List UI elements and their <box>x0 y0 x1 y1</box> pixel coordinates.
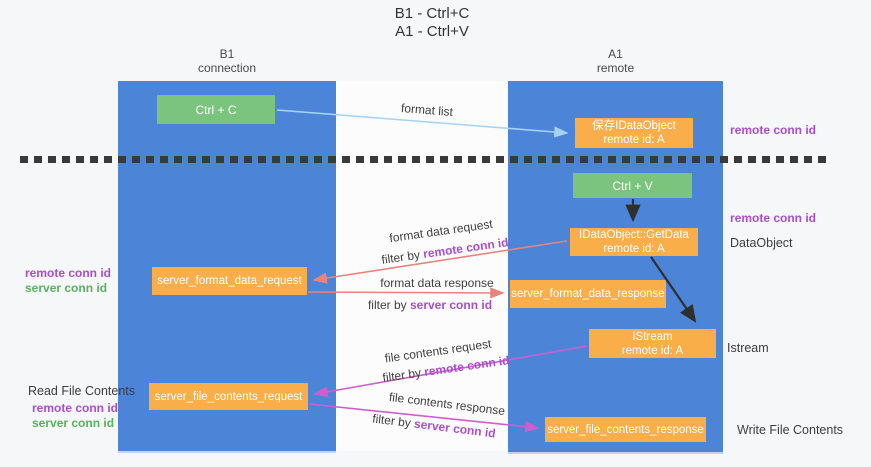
istream-line2: remote id: A <box>621 344 684 357</box>
left-server-conn-id-bottom: server conn id <box>32 416 115 430</box>
server-format-data-request-box: server_format_data_request <box>152 267 307 295</box>
left-server-conn-id-top: server conn id <box>25 281 108 295</box>
server-conn-id-value: server conn id <box>409 298 493 312</box>
ctrl-c-box: Ctrl + C <box>157 95 275 124</box>
title-line-1: B1 - Ctrl+C <box>394 5 470 22</box>
server-format-data-response-label: server_format_data_response <box>511 288 665 300</box>
istream-side-label: Istream <box>727 341 769 355</box>
right-remote-conn-id-mid: remote conn id <box>730 211 817 225</box>
write-file-contents-label: Write File Contents <box>737 423 844 437</box>
ctrl-v-box: Ctrl + V <box>573 173 692 198</box>
server-file-contents-request-box: server_file_contents_request <box>149 383 308 410</box>
right-column-header: A1 remote <box>508 47 723 75</box>
right-remote-conn-id-top: remote conn id <box>730 123 817 137</box>
diagram-title: B1 - Ctrl+C A1 - Ctrl+V <box>347 5 517 41</box>
server-format-data-request-label: server_format_data_request <box>157 275 302 287</box>
left-remote-conn-id-bottom: remote conn id <box>32 401 119 415</box>
left-column-header: B1 connection <box>118 47 336 75</box>
dataobject-label: DataObject <box>730 236 793 250</box>
read-file-contents-label: Read File Contents <box>28 384 136 398</box>
server-format-data-response-box: server_format_data_response <box>510 280 666 308</box>
filter-by-server-1: filter by server conn id <box>368 298 492 312</box>
getdata-line1: IDataObject::GetData <box>579 229 689 241</box>
getdata-box: IDataObject::GetData remote id: A <box>570 228 698 256</box>
server-file-contents-request-label: server_file_contents_request <box>154 390 303 403</box>
ctrl-v-label: Ctrl + V <box>612 178 653 193</box>
right-column-name: A1 <box>608 47 623 61</box>
title-line-2: A1 - Ctrl+V <box>395 23 469 40</box>
istream-box: IStream remote id: A <box>589 329 716 358</box>
istream-line1: IStream <box>632 330 673 343</box>
dashed-divider <box>20 156 832 163</box>
filter-by-text: filter by <box>367 298 410 312</box>
save-idataobject-line2: remote id: A <box>603 134 665 146</box>
left-column-role: connection <box>197 61 257 75</box>
save-idataobject-line1: 保存IDataObject <box>592 120 676 132</box>
left-column-name: B1 <box>219 47 235 61</box>
format-data-response-label: format data response <box>380 276 494 290</box>
getdata-line2: remote id: A <box>603 243 665 255</box>
server-file-contents-response-box: server_file_contents_response <box>545 417 706 442</box>
server-file-contents-response-label: server_file_contents_response <box>547 423 704 436</box>
left-remote-conn-id-top: remote conn id <box>25 266 112 280</box>
right-column-role: remote <box>596 61 635 75</box>
ctrl-c-label: Ctrl + C <box>195 102 237 117</box>
save-idataobject-box: 保存IDataObject remote id: A <box>575 118 693 148</box>
